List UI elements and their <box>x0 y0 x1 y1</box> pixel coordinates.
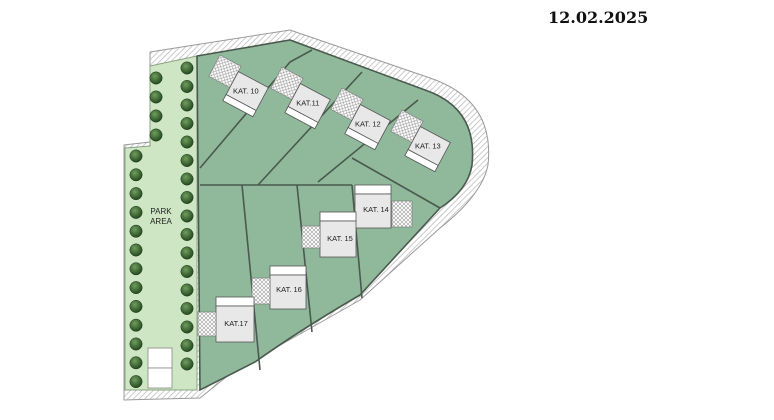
tree-icon <box>129 375 143 389</box>
tree-rows <box>129 61 194 389</box>
plot-kat-16[interactable]: KAT. 16 <box>251 265 307 310</box>
plot-label-kat-13: KAT. 13 <box>415 142 441 151</box>
plot-label-kat-15: KAT. 15 <box>327 234 353 243</box>
tree-icon <box>180 117 194 130</box>
plot-label-kat-16: KAT. 16 <box>276 285 302 294</box>
tree-icon <box>180 191 194 204</box>
date-label: 12.02.2025 <box>548 8 649 27</box>
tree-icon <box>129 318 143 332</box>
tree-icon <box>129 168 143 182</box>
tree-icon <box>180 302 194 315</box>
park-label-line2: AREA <box>150 217 172 226</box>
tree-icon <box>180 135 194 149</box>
tree-icon <box>149 71 163 85</box>
plot-label-kat-17: KAT.17 <box>224 319 248 328</box>
tree-icon <box>149 109 163 123</box>
tree-icon <box>180 80 194 93</box>
park-parking <box>147 347 173 389</box>
tree-icon <box>129 205 143 219</box>
tree-icon <box>180 61 194 75</box>
tree-icon <box>180 154 194 167</box>
tree-icon <box>129 243 143 257</box>
tree-icon <box>180 98 194 112</box>
plot-label-kat-10: KAT. 10 <box>233 87 259 96</box>
plot-kat-14[interactable]: KAT. 14 <box>354 184 413 229</box>
plot-kat-11[interactable]: KAT.11 <box>264 66 334 130</box>
tree-icon <box>180 283 194 297</box>
tree-icon <box>149 90 163 104</box>
tree-icon <box>129 356 143 370</box>
plot-kat-12[interactable]: KAT. 12 <box>324 87 394 151</box>
plot-label-kat-14: KAT. 14 <box>363 205 389 214</box>
tree-icon <box>129 281 143 295</box>
tree-icon <box>129 299 143 313</box>
tree-icon <box>180 339 194 352</box>
tree-icon <box>129 187 143 201</box>
tree-icon <box>129 149 143 163</box>
plot-kat-10[interactable]: KAT. 10 <box>202 54 272 118</box>
tree-icon <box>149 128 163 142</box>
plot-kat-15[interactable]: KAT. 15 <box>301 211 357 258</box>
tree-icon <box>180 172 194 186</box>
tree-icon <box>180 209 194 223</box>
plot-kat-13[interactable]: KAT. 13 <box>384 109 454 173</box>
tree-icon <box>180 246 194 260</box>
tree-icon <box>180 357 194 371</box>
tree-icon <box>129 337 143 351</box>
plot-label-kat-11: KAT.11 <box>296 99 319 108</box>
tree-icon <box>180 320 194 334</box>
tree-icon <box>129 262 143 276</box>
plot-kat-17[interactable]: KAT.17 <box>197 296 255 343</box>
park-label-line1: PARK <box>150 207 172 216</box>
tree-icon <box>180 228 194 241</box>
tree-icon <box>180 265 194 278</box>
tree-icon <box>129 224 143 238</box>
plot-label-kat-12: KAT. 12 <box>355 120 381 129</box>
